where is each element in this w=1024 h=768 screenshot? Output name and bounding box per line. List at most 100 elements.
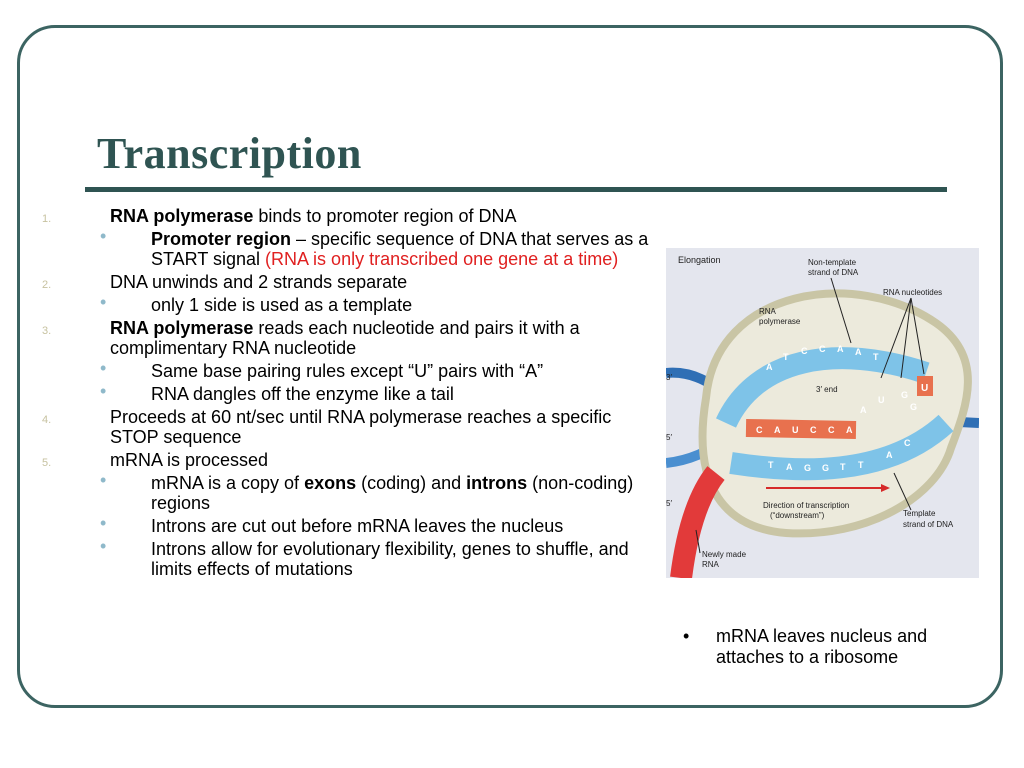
item-text: RNA polymerase reads each nucleotide and… bbox=[110, 318, 650, 358]
item-text: Same base pairing rules except “U” pairs… bbox=[151, 361, 650, 381]
label-rna-polymerase: polymerase bbox=[759, 317, 801, 326]
item-text-run: mRNA is processed bbox=[110, 450, 269, 470]
top-base: C bbox=[801, 346, 808, 356]
rna-base: A bbox=[774, 425, 781, 435]
label-3-end: 3′ end bbox=[816, 385, 838, 394]
list-item: 1. RNA polymerase binds to promoter regi… bbox=[40, 206, 650, 226]
bottom-base: C bbox=[904, 438, 911, 448]
slide-frame bbox=[17, 25, 1003, 708]
title-underline bbox=[85, 187, 947, 192]
item-text: mRNA is processed bbox=[110, 450, 650, 470]
pointer-line bbox=[910, 297, 925, 375]
bottom-base: A bbox=[886, 450, 893, 460]
transcription-figure: U A T C C A A T G G C A U C C A A U T A … bbox=[665, 248, 980, 580]
pointer-line bbox=[695, 529, 701, 554]
figure-heading: Elongation bbox=[678, 255, 721, 265]
bullet-icon: • bbox=[100, 536, 107, 556]
bottom-base: G bbox=[822, 463, 829, 473]
top-base: C bbox=[819, 344, 826, 354]
item-text-bold: exons bbox=[304, 473, 357, 493]
slide-title: Transcription bbox=[97, 129, 362, 178]
template-strand bbox=[729, 414, 954, 481]
item-text-run: Same base pairing rules except “U” pairs… bbox=[151, 361, 544, 381]
label-newly-made-rna: Newly made bbox=[702, 550, 747, 559]
label-non-template: strand of DNA bbox=[808, 268, 859, 277]
bullet-icon: • bbox=[100, 513, 107, 533]
pointer-line bbox=[880, 297, 912, 379]
item-text-run: – specific sequence of DNA that serves a… bbox=[151, 229, 649, 269]
rna-base: U bbox=[792, 425, 799, 435]
item-text-bold: Promoter region bbox=[151, 229, 292, 249]
list-item: • Same base pairing rules except “U” pai… bbox=[40, 358, 650, 381]
rna-strand bbox=[745, 419, 857, 439]
label-newly-made-rna: RNA bbox=[702, 560, 720, 569]
list-item: • only 1 side is used as a template bbox=[40, 292, 650, 315]
item-text: DNA unwinds and 2 strands separate bbox=[110, 272, 650, 292]
item-text-run: mRNA is a copy of bbox=[151, 473, 305, 493]
elongation-diagram: U A T C C A A T G G C A U C C A A U T A … bbox=[665, 248, 980, 580]
top-base: G bbox=[910, 402, 917, 412]
bullet-icon: • bbox=[100, 292, 107, 312]
item-number: 2. bbox=[42, 279, 52, 291]
free-nucleotide bbox=[917, 376, 933, 396]
label-5-prime: 5′ bbox=[666, 433, 672, 442]
top-base: T bbox=[783, 352, 789, 362]
bullet-icon: • bbox=[100, 381, 107, 401]
side-bullet-text: mRNA leaves nucleus and attaches to a ri… bbox=[716, 626, 928, 667]
list-item: • Introns allow for evolutionary flexibi… bbox=[40, 536, 650, 579]
newly-made-rna-tail bbox=[670, 466, 725, 580]
item-number: 3. bbox=[42, 325, 52, 337]
rna-base: A bbox=[860, 405, 867, 415]
bullet-icon: • bbox=[100, 226, 107, 246]
item-text-run: RNA dangles off the enzyme like a tail bbox=[151, 384, 454, 404]
label-3-prime: 3′ bbox=[666, 373, 672, 382]
list-item: • mRNA is a copy of exons (coding) and i… bbox=[40, 470, 650, 513]
free-nucleotide-label: U bbox=[921, 383, 928, 394]
bullet-list: 1. RNA polymerase binds to promoter regi… bbox=[40, 206, 650, 582]
item-text-run: Introns are cut out before mRNA leaves t… bbox=[151, 516, 564, 536]
item-number: 5. bbox=[42, 457, 52, 469]
top-base: A bbox=[855, 347, 862, 357]
item-text-run: only 1 side is used as a template bbox=[151, 295, 413, 315]
item-text-run: binds to promoter region of DNA bbox=[253, 206, 517, 226]
direction-arrowhead bbox=[881, 484, 890, 492]
item-text-run: (coding) and bbox=[356, 473, 467, 493]
pointer-line bbox=[900, 297, 912, 379]
top-base: A bbox=[837, 344, 844, 354]
item-text: Promoter region – specific sequence of D… bbox=[151, 229, 650, 269]
item-text-run: Introns allow for evolutionary flexibili… bbox=[151, 539, 629, 579]
rna-base: U bbox=[878, 395, 885, 405]
label-template: Template bbox=[903, 509, 936, 518]
list-item: • Introns are cut out before mRNA leaves… bbox=[40, 513, 650, 536]
item-text-run: DNA unwinds and 2 strands separate bbox=[110, 272, 408, 292]
item-text-run: (non-coding) regions bbox=[151, 473, 634, 513]
bottom-base: G bbox=[804, 463, 811, 473]
item-text: only 1 side is used as a template bbox=[151, 295, 650, 315]
item-text: Introns are cut out before mRNA leaves t… bbox=[151, 516, 650, 536]
rna-base: C bbox=[810, 425, 817, 435]
label-5-prime-low: 5′ bbox=[666, 499, 672, 508]
item-text-bold: introns bbox=[466, 473, 528, 493]
bullet-icon: • bbox=[100, 470, 107, 490]
rna-base: C bbox=[828, 425, 835, 435]
list-item: 4. Proceeds at 60 nt/sec until RNA polym… bbox=[40, 407, 650, 447]
bullet-icon: • bbox=[683, 626, 690, 646]
pointer-line bbox=[830, 277, 852, 344]
top-base: G bbox=[901, 390, 908, 400]
label-direction: (“downstream”) bbox=[770, 511, 825, 520]
item-text-run: reads each nucleotide and pairs it with … bbox=[110, 318, 580, 358]
bottom-base: A bbox=[786, 462, 793, 472]
label-rna-nucleotides: RNA nucleotides bbox=[883, 288, 942, 297]
item-text: mRNA is a copy of exons (coding) and int… bbox=[151, 473, 650, 513]
item-text-run: Proceeds at 60 nt/sec until RNA polymera… bbox=[110, 407, 612, 447]
label-direction: Direction of transcription bbox=[763, 501, 849, 510]
label-template: strand of DNA bbox=[903, 520, 954, 529]
item-text-bold: RNA polymerase bbox=[110, 206, 254, 226]
top-base: A bbox=[766, 362, 773, 372]
item-text-bold: RNA polymerase bbox=[110, 318, 254, 338]
pointer-line bbox=[893, 472, 912, 511]
top-base: T bbox=[873, 352, 879, 362]
item-text: Introns allow for evolutionary flexibili… bbox=[151, 539, 650, 579]
list-item: 5. mRNA is processed bbox=[40, 450, 650, 470]
bottom-base: T bbox=[768, 460, 774, 470]
